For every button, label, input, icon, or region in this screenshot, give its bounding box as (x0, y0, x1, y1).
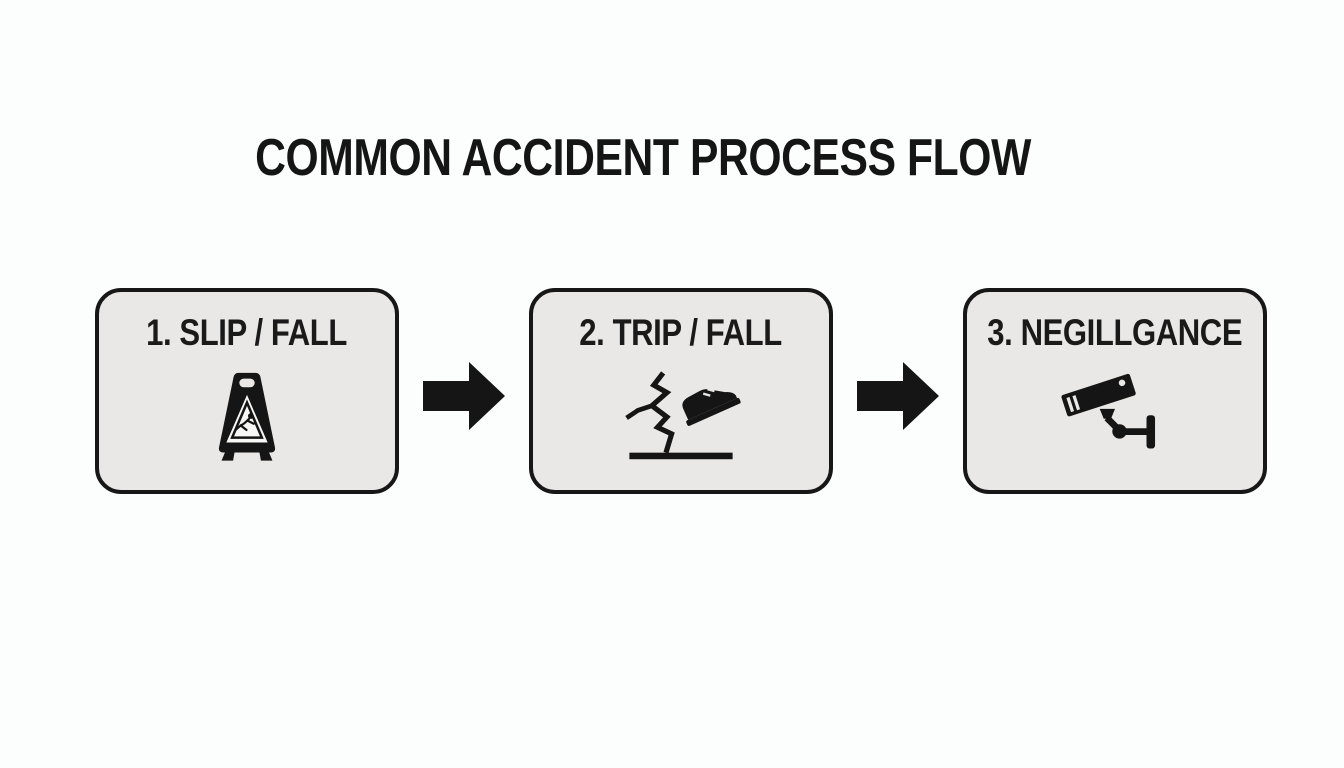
step-label-text: 2. TRIP / FALL (579, 312, 783, 353)
page-title-text: COMMON ACCIDENT PROCESS FLOW (255, 129, 1031, 187)
step-label-text: 3. NEGILLGANCE (987, 312, 1243, 353)
step-label: 3. NEGILLGANCE (963, 314, 1266, 352)
step-label: 2. TRIP / FALL (560, 314, 801, 352)
step-box-trip-fall: 2. TRIP / FALL (529, 288, 833, 494)
step-box-slip-fall: 1. SLIP / FALL (95, 288, 399, 494)
cctv-camera-icon (1054, 352, 1176, 490)
page-title: COMMON ACCIDENT PROCESS FLOW (0, 128, 1286, 188)
arrow-right-icon (423, 362, 505, 430)
step-label-text: 1. SLIP / FALL (146, 312, 348, 353)
step-box-negligence: 3. NEGILLGANCE (963, 288, 1267, 494)
arrow-right-icon (857, 362, 939, 430)
trip-crack-shoe-icon (620, 352, 742, 490)
wet-floor-sign-icon (199, 352, 295, 490)
step-label: 1. SLIP / FALL (127, 314, 366, 352)
process-flow-diagram: 1. SLIP / FALL (95, 288, 1267, 494)
